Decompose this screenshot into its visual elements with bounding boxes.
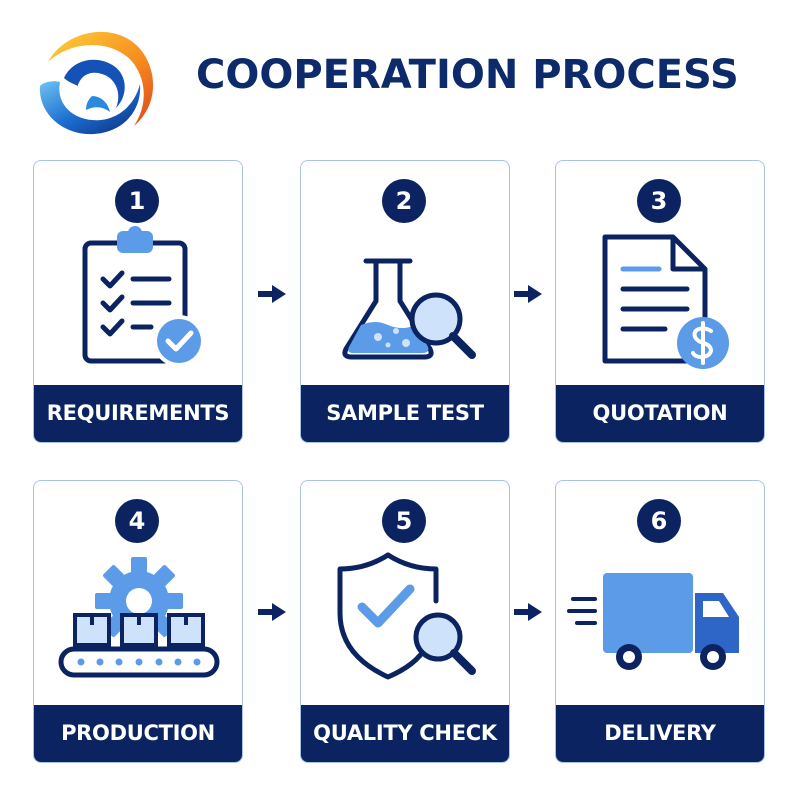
step-number-badge: 4 <box>115 499 159 543</box>
step-number-badge: 1 <box>115 179 159 223</box>
step-card-delivery: 6 DELIVERY <box>555 480 765 763</box>
step-number-badge: 5 <box>382 499 426 543</box>
step-card-quotation: 3 QUOTATION <box>555 160 765 443</box>
clipboard-checklist-icon <box>82 226 205 367</box>
page-title: COOPERATION PROCESS <box>196 52 739 98</box>
step-card-sample-test: 2 SAMPLE TEST <box>300 160 510 443</box>
document-dollar-icon <box>602 234 729 369</box>
step-label: DELIVERY <box>556 705 764 762</box>
step-label: REQUIREMENTS <box>34 385 242 442</box>
step-number-badge: 3 <box>637 179 681 223</box>
arrow-right-icon <box>258 603 286 621</box>
gear-conveyor-icon <box>58 557 220 678</box>
bird-swoosh-logo-icon <box>39 31 154 135</box>
step-card-production: 4 <box>33 480 243 763</box>
step-card-requirements: 1 REQUIREMENTS <box>33 160 243 443</box>
header: COOPERATION PROCESS <box>0 0 800 150</box>
step-number-badge: 2 <box>382 179 426 223</box>
step-label: QUOTATION <box>556 385 764 442</box>
arrow-right-icon <box>258 285 286 303</box>
step-number-badge: 6 <box>637 499 681 543</box>
arrow-right-icon <box>514 603 542 621</box>
step-label: PRODUCTION <box>34 705 242 762</box>
arrow-right-icon <box>514 285 542 303</box>
delivery-truck-icon <box>567 573 739 670</box>
shield-check-magnifier-icon <box>337 552 476 680</box>
step-card-quality-check: 5 QUALITY CHECK <box>300 480 510 763</box>
step-label: QUALITY CHECK <box>301 705 509 762</box>
flask-magnifier-icon <box>342 258 476 360</box>
step-label: SAMPLE TEST <box>301 385 509 442</box>
